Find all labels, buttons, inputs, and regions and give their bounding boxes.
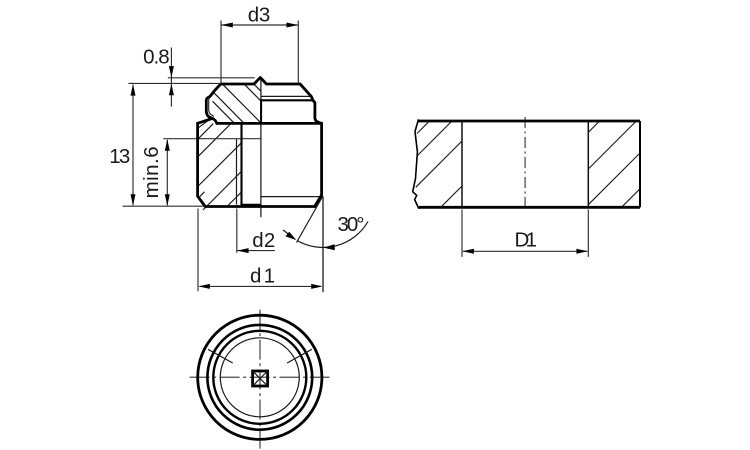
svg-text:30°: 30° (338, 213, 365, 236)
svg-text:0.8: 0.8 (143, 45, 170, 68)
svg-text:d3: d3 (248, 4, 271, 27)
svg-text:min.6: min.6 (140, 146, 163, 198)
svg-text:13: 13 (109, 145, 130, 168)
svg-text:D1: D1 (515, 229, 538, 252)
svg-text:d2: d2 (252, 229, 275, 252)
